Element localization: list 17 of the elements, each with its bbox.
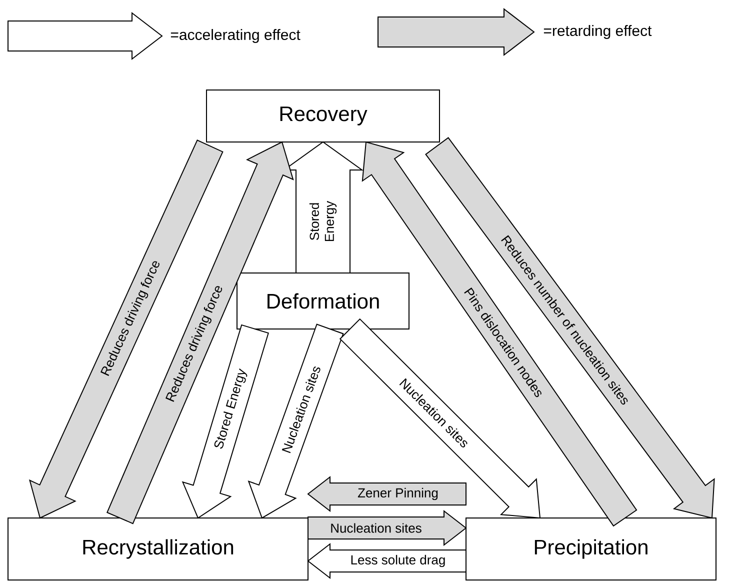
legend-text: =accelerating effect — [170, 29, 300, 43]
block-arrow — [307, 476, 466, 512]
block-arrow — [248, 324, 344, 519]
legend-text: =retarding effect — [544, 25, 652, 39]
block-arrow — [106, 141, 294, 524]
edge-label: Stored Energy — [309, 200, 337, 242]
block-arrow — [308, 510, 467, 546]
edge-label: Zener Pinning — [358, 488, 438, 500]
process-box: Recovery — [206, 90, 440, 142]
process-box: Recrystallization — [8, 518, 308, 580]
edge-label: Stored Energy — [214, 368, 248, 449]
block-arrow — [307, 542, 466, 580]
process-box: Precipitation — [466, 518, 716, 580]
block-arrow — [28, 140, 224, 519]
edge-label: Less solute drag — [351, 554, 445, 568]
edge-label: Nucleation sites — [331, 523, 422, 533]
process-box: Deformation — [236, 272, 410, 330]
